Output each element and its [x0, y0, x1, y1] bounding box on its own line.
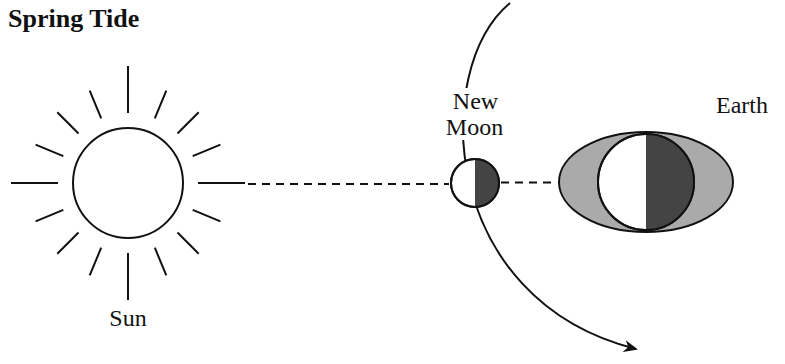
alignment-line: [501, 182, 556, 184]
node-shape: [449, 157, 501, 209]
earth-symbol: [556, 130, 736, 234]
label-text: Earth: [715, 92, 769, 118]
node-label: Earth: [706, 92, 778, 118]
node-label: New Moon: [435, 88, 515, 140]
diagram-title: Spring Tide: [8, 4, 139, 34]
moon-symbol: [449, 157, 501, 209]
alignment-line: [248, 183, 449, 185]
node-shape: [556, 130, 736, 234]
earth-node: Earth: [556, 86, 782, 238]
node-label: Sun: [8, 305, 248, 331]
moon-node: New Moon: [420, 88, 530, 212]
label-text: Sun: [108, 305, 147, 331]
sun-symbol: [8, 65, 248, 305]
node-shape: [8, 65, 248, 305]
label-text: New Moon: [446, 88, 504, 140]
sun-node: Sun: [8, 65, 248, 335]
